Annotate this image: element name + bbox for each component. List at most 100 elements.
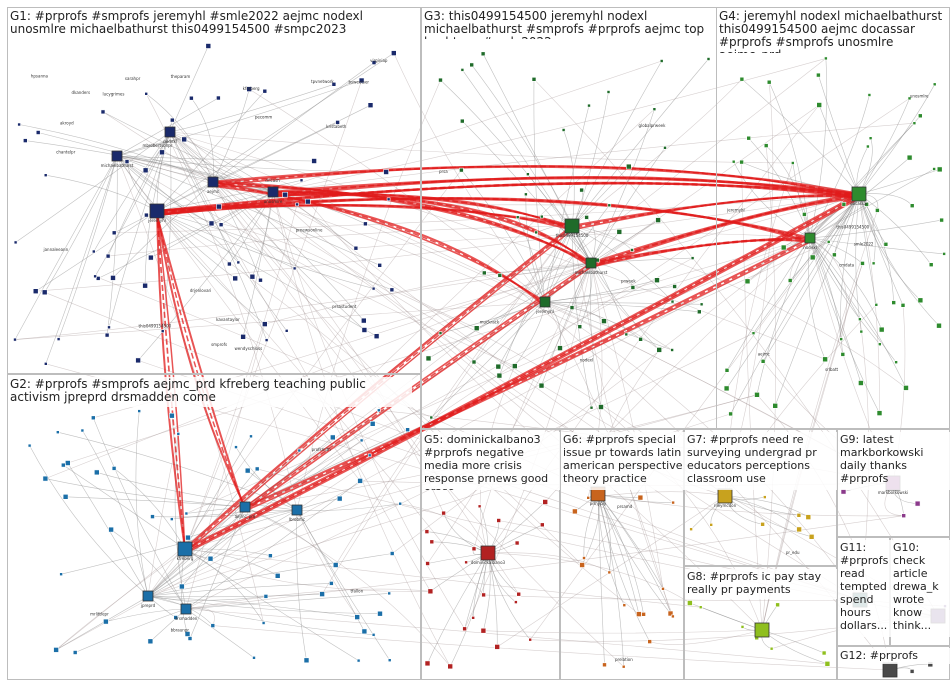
vertex-node[interactable] — [441, 510, 446, 516]
vertex-node[interactable] — [821, 650, 827, 656]
vertex-node[interactable] — [292, 266, 297, 271]
vertex-node[interactable] — [808, 533, 815, 540]
vertex-node[interactable] — [909, 203, 915, 208]
vertex-node[interactable] — [447, 663, 454, 670]
vertex-node[interactable] — [332, 562, 339, 568]
vertex-node[interactable] — [516, 591, 522, 597]
vertex-node[interactable] — [304, 198, 311, 205]
vertex-node[interactable] — [147, 638, 154, 645]
vertex-node[interactable] — [246, 86, 252, 92]
vertex-node[interactable] — [706, 57, 711, 61]
vertex-node[interactable] — [671, 500, 675, 505]
vertex-node[interactable] — [56, 337, 61, 341]
vertex-node[interactable] — [652, 107, 657, 111]
vertex-node[interactable] — [914, 500, 921, 507]
vertex-node[interactable] — [907, 96, 912, 101]
hub-vertex-avatar[interactable] — [149, 203, 165, 219]
vertex-node[interactable] — [901, 513, 907, 519]
vertex-node[interactable] — [93, 274, 97, 279]
vertex-node[interactable] — [359, 438, 364, 443]
hub-vertex-avatar[interactable] — [180, 603, 192, 615]
hub-vertex-avatar[interactable] — [267, 186, 279, 198]
vertex-node[interactable] — [218, 222, 224, 227]
vertex-node[interactable] — [864, 202, 869, 207]
vertex-node[interactable] — [389, 551, 395, 556]
vertex-node[interactable] — [208, 220, 215, 227]
vertex-node[interactable] — [912, 121, 917, 125]
vertex-node[interactable] — [739, 76, 745, 82]
vertex-node[interactable] — [386, 197, 391, 202]
vertex-node[interactable] — [367, 102, 374, 108]
vertex-node[interactable] — [616, 229, 623, 235]
vertex-node[interactable] — [858, 317, 862, 322]
vertex-node[interactable] — [654, 277, 660, 284]
vertex-node[interactable] — [424, 529, 430, 534]
vertex-node[interactable] — [579, 187, 584, 193]
vertex-node[interactable] — [670, 299, 675, 304]
vertex-node[interactable] — [839, 337, 844, 341]
hub-vertex-avatar[interactable] — [239, 501, 251, 513]
vertex-node[interactable] — [94, 469, 100, 476]
vertex-node[interactable] — [299, 178, 304, 183]
vertex-node[interactable] — [189, 95, 194, 101]
hub-vertex-avatar[interactable] — [564, 218, 580, 234]
vertex-node[interactable] — [427, 588, 434, 595]
vertex-node[interactable] — [514, 600, 518, 604]
vertex-node[interactable] — [429, 539, 435, 545]
vertex-node[interactable] — [917, 113, 923, 119]
vertex-node[interactable] — [606, 90, 611, 94]
vertex-node[interactable] — [739, 159, 744, 165]
vertex-node[interactable] — [572, 508, 578, 515]
vertex-node[interactable] — [185, 534, 191, 541]
vertex-node[interactable] — [17, 122, 21, 127]
vertex-node[interactable] — [354, 614, 361, 620]
vertex-node[interactable] — [561, 128, 566, 132]
vertex-node[interactable] — [13, 240, 18, 245]
hub-vertex-avatar[interactable] — [754, 622, 770, 638]
hub-vertex-avatar[interactable] — [804, 232, 816, 244]
vertex-node[interactable] — [496, 518, 502, 523]
vertex-node[interactable] — [656, 347, 663, 353]
vertex-node[interactable] — [383, 169, 389, 175]
vertex-node[interactable] — [936, 166, 943, 173]
vertex-node[interactable] — [824, 56, 828, 61]
vertex-node[interactable] — [670, 348, 674, 352]
vertex-node[interactable] — [497, 272, 503, 278]
vertex-node[interactable] — [840, 352, 846, 357]
vertex-node[interactable] — [268, 553, 273, 559]
vertex-node[interactable] — [659, 59, 664, 63]
vertex-node[interactable] — [329, 434, 336, 441]
vertex-node[interactable] — [760, 521, 765, 527]
vertex-node[interactable] — [176, 432, 181, 436]
vertex-node[interactable] — [377, 610, 383, 617]
vertex-node[interactable] — [542, 499, 549, 505]
vertex-node[interactable] — [663, 146, 667, 150]
vertex-node[interactable] — [876, 410, 883, 416]
vertex-node[interactable] — [775, 602, 780, 608]
vertex-node[interactable] — [80, 428, 85, 433]
vertex-node[interactable] — [655, 217, 661, 223]
vertex-node[interactable] — [232, 275, 238, 282]
vertex-node[interactable] — [159, 149, 165, 156]
vertex-node[interactable] — [282, 191, 288, 198]
vertex-node[interactable] — [936, 322, 942, 329]
vertex-node[interactable] — [336, 495, 343, 502]
vertex-node[interactable] — [187, 636, 193, 641]
vertex-node[interactable] — [210, 623, 216, 628]
vertex-node[interactable] — [387, 658, 392, 663]
vertex-node[interactable] — [867, 93, 872, 97]
vertex-node[interactable] — [371, 632, 376, 637]
vertex-node[interactable] — [579, 562, 585, 568]
vertex-node[interactable] — [909, 669, 915, 674]
vertex-node[interactable] — [264, 338, 269, 342]
vertex-node[interactable] — [587, 103, 591, 108]
vertex-node[interactable] — [932, 82, 937, 87]
vertex-node[interactable] — [538, 382, 545, 389]
vertex-node[interactable] — [91, 415, 96, 421]
vertex-node[interactable] — [142, 282, 148, 289]
vertex-node[interactable] — [802, 212, 807, 217]
vertex-node[interactable] — [95, 276, 101, 281]
vertex-node[interactable] — [425, 355, 432, 362]
hub-vertex-avatar[interactable] — [480, 545, 496, 561]
vertex-node[interactable] — [169, 412, 175, 419]
